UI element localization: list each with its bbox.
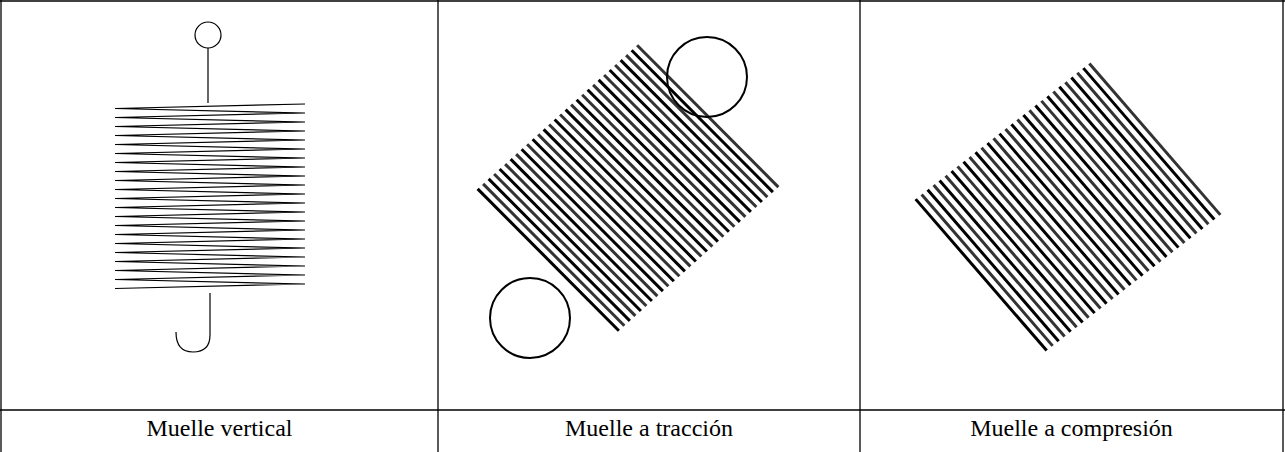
coil-stroke	[1071, 71, 1202, 235]
coil-stroke	[621, 53, 762, 208]
spring-coil	[478, 39, 779, 338]
coil-stroke	[1089, 57, 1220, 221]
caption: Muelle vertical	[147, 414, 293, 443]
spring-eye	[195, 22, 221, 48]
tension-spring	[478, 37, 779, 358]
table-border	[1282, 0, 1283, 452]
compression-spring	[916, 57, 1221, 356]
table-border	[0, 0, 1285, 1]
coil-stroke	[615, 58, 756, 213]
coil-stroke	[1065, 76, 1196, 240]
spring-coil	[916, 57, 1221, 356]
spring-coil	[115, 104, 305, 289]
spring-eye	[490, 278, 570, 358]
spring-eye	[667, 37, 747, 117]
table-border	[0, 0, 1, 452]
table-border	[437, 0, 438, 452]
coil-stroke	[1083, 62, 1214, 226]
coil-stroke	[1077, 67, 1208, 231]
table-border	[859, 0, 860, 452]
table-border	[0, 409, 1285, 410]
caption: Muelle a compresión	[970, 414, 1173, 443]
caption: Muelle a tracción	[565, 414, 733, 443]
vertical-spring	[115, 22, 305, 352]
spring-hook	[176, 293, 210, 352]
coil-stroke	[632, 43, 773, 198]
spring-stem	[207, 48, 208, 103]
